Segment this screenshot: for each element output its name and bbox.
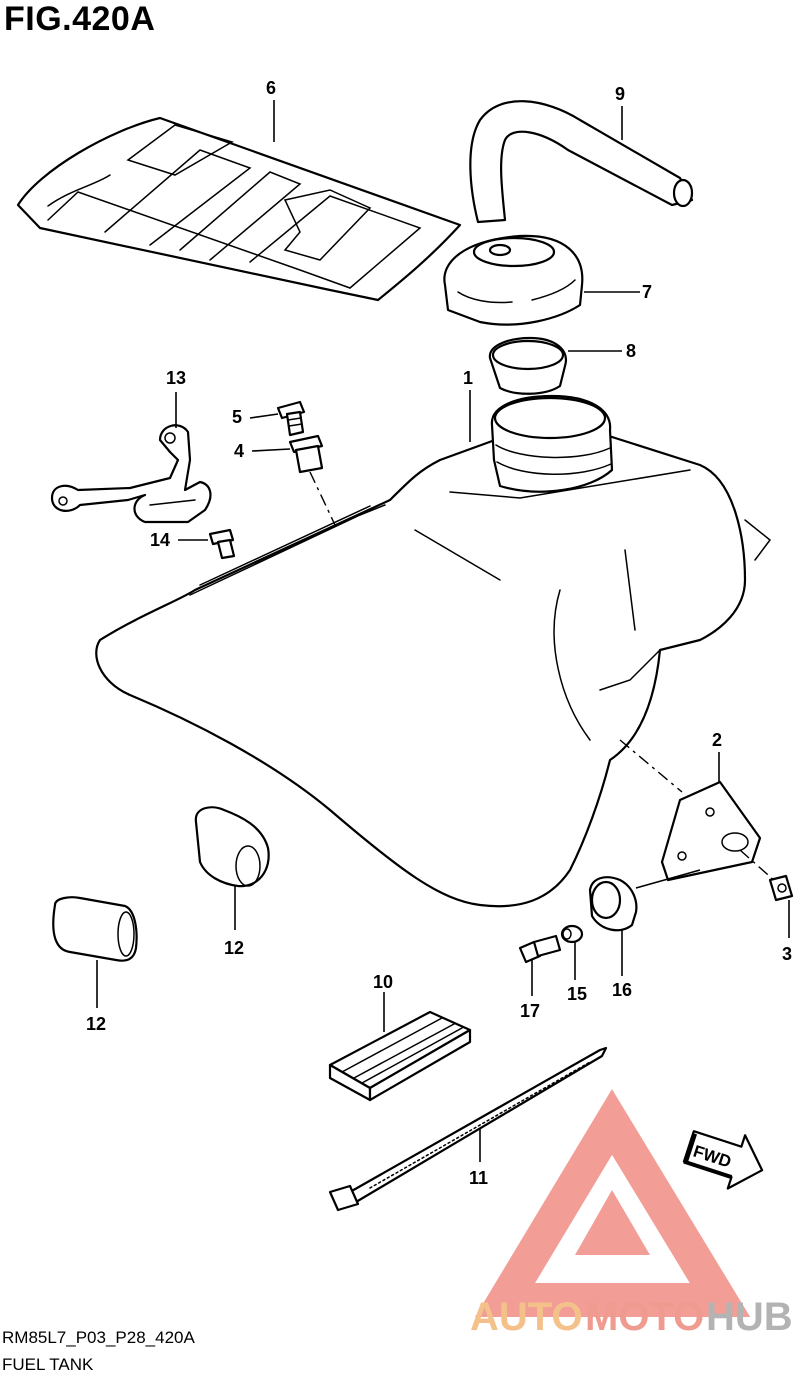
- screw-14: [208, 528, 236, 560]
- callout-9: 9: [615, 84, 625, 104]
- guide-line-bracket: [619, 739, 683, 793]
- collar-4: [288, 434, 324, 474]
- watermark-text: AUTO MOTO HUB: [470, 1295, 793, 1339]
- callout-6: 6: [266, 78, 276, 98]
- collar-15: [560, 924, 584, 944]
- breather-hose: [469, 100, 694, 224]
- bolt-5: [276, 400, 306, 437]
- watermark-auto: AUTO: [470, 1295, 583, 1339]
- watermark-logo: [474, 1089, 751, 1317]
- fwd-arrow-icon: FWD: [682, 1130, 764, 1190]
- cushion-16: [588, 876, 638, 932]
- callout-11: 11: [469, 1168, 488, 1188]
- fuel-cap: [443, 234, 584, 326]
- fuel-tank-strap: [50, 424, 212, 524]
- figure-title: FIG.420A: [4, 0, 155, 38]
- callout-1: 1: [463, 368, 473, 388]
- tank-bracket: [660, 780, 762, 882]
- callout-14: 14: [150, 530, 170, 550]
- guide-line-cushion: [635, 869, 701, 889]
- cap-gasket: [488, 336, 568, 395]
- callout-3: 3: [782, 944, 792, 964]
- watermark-hub: HUB: [706, 1295, 793, 1339]
- number-plate-decal: [16, 116, 462, 302]
- callout-12-upper: 12: [224, 938, 244, 958]
- cushion-12-lower: [52, 896, 138, 962]
- callout-7: 7: [642, 282, 652, 302]
- guide-line-collar: [309, 471, 336, 526]
- callout-15: 15: [567, 984, 587, 1004]
- pad-10: [328, 1010, 472, 1102]
- figure-name: FUEL TANK: [2, 1355, 94, 1374]
- cushion-12-upper: [194, 806, 270, 888]
- figure-code: RM85L7_P03_P28_420A: [2, 1328, 195, 1347]
- watermark-moto: MOTO: [585, 1295, 704, 1339]
- callout-5: 5: [232, 407, 242, 427]
- callout-10: 10: [373, 972, 393, 992]
- callout-13: 13: [166, 368, 186, 388]
- callout-4: 4: [234, 441, 244, 461]
- callout-2: 2: [712, 730, 722, 750]
- leader-lines: [96, 100, 790, 1162]
- bolt-17: [518, 934, 562, 964]
- fuel-tank: [95, 394, 772, 908]
- callout-16: 16: [612, 980, 632, 1000]
- callout-12-lower: 12: [86, 1014, 106, 1034]
- callout-17: 17: [520, 1001, 540, 1021]
- cable-tie-11: [328, 1046, 608, 1212]
- bolt-3: [768, 874, 794, 902]
- callout-8: 8: [626, 341, 636, 361]
